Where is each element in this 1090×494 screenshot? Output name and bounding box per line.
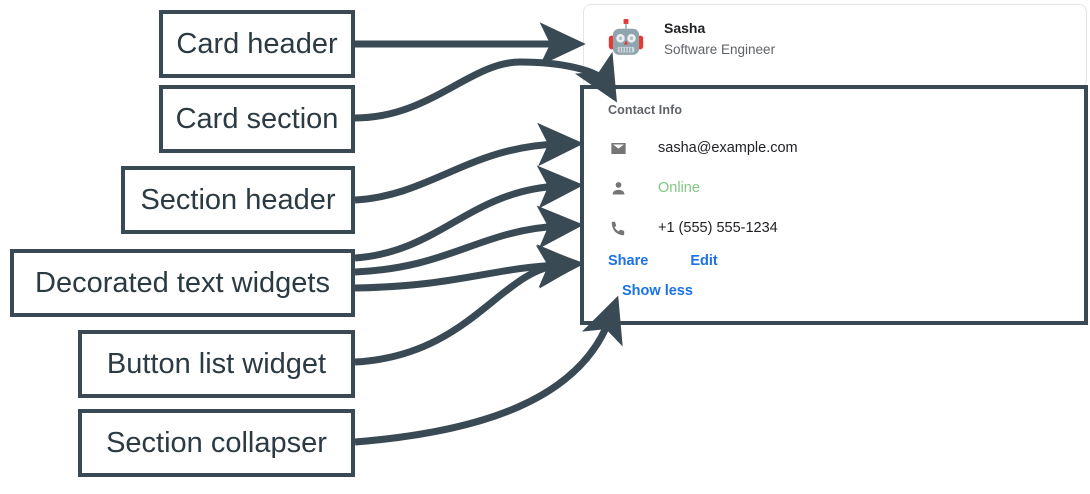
phone-icon xyxy=(608,218,628,238)
arrow-decorated-2 xyxy=(354,205,584,276)
edit-button[interactable]: Edit xyxy=(690,253,718,269)
callout-card-header: Card header xyxy=(159,10,355,78)
decorated-text-widget-email: sasha@example.com xyxy=(608,133,1080,163)
card-header: Sasha Software Engineer xyxy=(584,5,1086,61)
email-value: sasha@example.com xyxy=(658,140,798,156)
callout-label: Decorated text widgets xyxy=(35,266,330,299)
callout-section-collapser: Section collapser xyxy=(78,409,355,477)
callout-button-list-widget: Button list widget xyxy=(78,330,355,398)
arrow-decorated-1 xyxy=(354,165,584,262)
callout-card-section: Card section xyxy=(159,85,355,153)
decorated-text-widget-status: Online xyxy=(608,173,1080,203)
callout-section-header: Section header xyxy=(121,166,355,234)
arrow-card-section xyxy=(354,51,618,122)
profile-name: Sasha xyxy=(664,19,706,36)
card-section: Contact Info sasha@example.com Online xyxy=(580,85,1088,325)
status-value: Online xyxy=(658,180,700,196)
profile-card: Sasha Software Engineer xyxy=(583,4,1087,88)
callout-label: Section collapser xyxy=(106,426,327,459)
button-list-widget: Share Edit xyxy=(608,253,1080,269)
decorated-text-widget-phone: +1 (555) 555-1234 xyxy=(608,213,1080,243)
callout-label: Button list widget xyxy=(106,347,327,380)
robot-avatar-icon xyxy=(604,17,648,61)
callout-label: Card header xyxy=(176,27,338,60)
arrow-section-header xyxy=(354,122,584,204)
email-icon xyxy=(608,138,628,158)
callout-label: Card section xyxy=(175,102,339,135)
arrow-section-collapser xyxy=(354,295,623,446)
arrow-button-list xyxy=(354,245,584,366)
card-header-text: Sasha Software Engineer xyxy=(664,18,775,61)
callout-label: Section header xyxy=(140,183,336,216)
callout-decorated-text-widgets: Decorated text widgets xyxy=(10,249,355,317)
card-section-content: Contact Info sasha@example.com Online xyxy=(608,103,1080,317)
section-collapser-button[interactable]: Show less xyxy=(622,283,693,299)
share-button[interactable]: Share xyxy=(608,253,649,269)
profile-subtitle: Software Engineer xyxy=(664,41,776,57)
section-header: Contact Info xyxy=(608,103,683,117)
person-icon xyxy=(608,178,628,198)
phone-value: +1 (555) 555-1234 xyxy=(658,220,778,236)
